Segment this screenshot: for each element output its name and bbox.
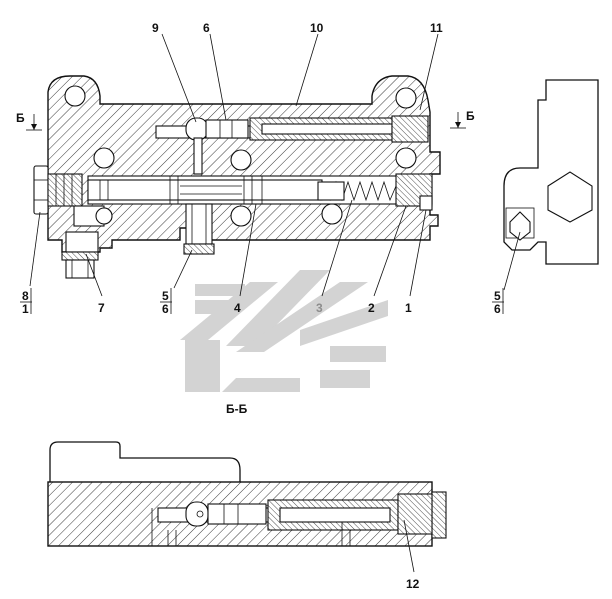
callout-5-right: 5 bbox=[494, 289, 501, 303]
section-title: Б-Б bbox=[226, 402, 248, 416]
callout-3: 3 bbox=[316, 301, 323, 315]
callout-1-left: 1 bbox=[22, 302, 29, 316]
leader-lines bbox=[29, 33, 521, 573]
main-section-view bbox=[26, 75, 466, 279]
callout-6-top: 6 bbox=[203, 21, 210, 35]
callout-8: 8 bbox=[22, 289, 29, 303]
callout-9: 9 bbox=[152, 21, 159, 35]
callout-7: 7 bbox=[98, 301, 105, 315]
callout-6-right: 6 bbox=[494, 302, 501, 316]
section-mark-right: Б bbox=[466, 109, 475, 123]
callout-1: 1 bbox=[405, 301, 412, 315]
side-view bbox=[503, 79, 599, 265]
bottom-section-view bbox=[47, 441, 447, 547]
logo-watermark bbox=[180, 270, 388, 392]
callout-10: 10 bbox=[310, 21, 324, 35]
callout-2: 2 bbox=[368, 301, 375, 315]
callout-6-left: 6 bbox=[162, 302, 169, 316]
callout-12: 12 bbox=[406, 577, 420, 591]
section-mark-left: Б bbox=[16, 111, 25, 125]
callout-4: 4 bbox=[234, 301, 241, 315]
callout-11: 11 bbox=[430, 21, 443, 35]
callout-5-left: 5 bbox=[162, 289, 169, 303]
